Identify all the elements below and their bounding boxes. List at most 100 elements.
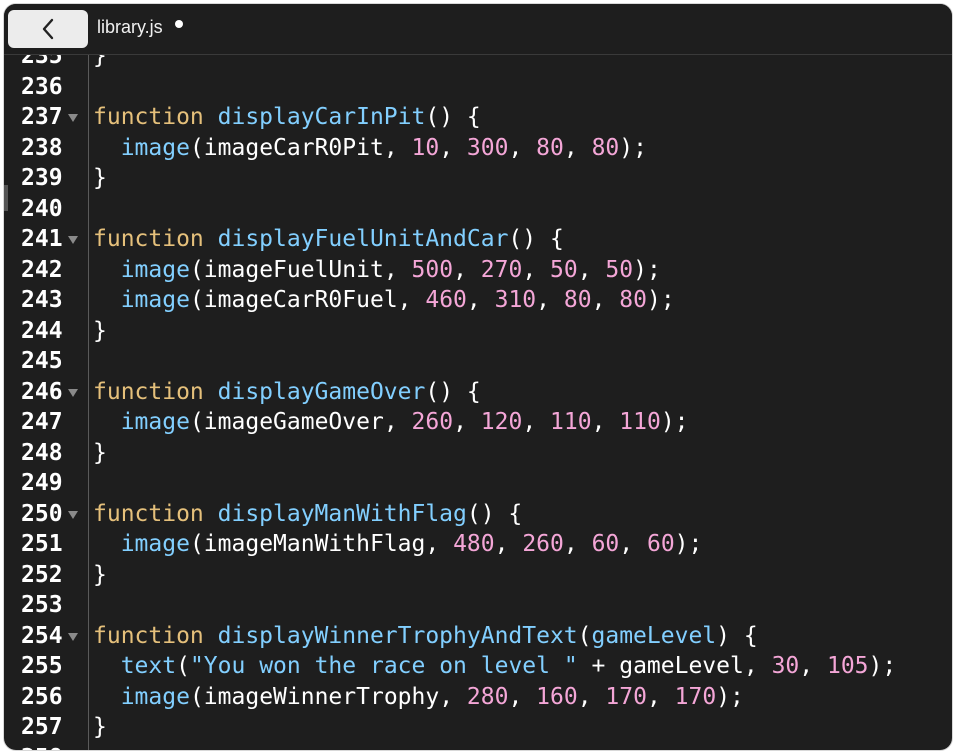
code-token: 170 xyxy=(605,683,647,710)
code-token: , xyxy=(508,134,537,161)
code-line[interactable]: 243 image(imageCarR0Fuel, 460, 310, 80, … xyxy=(4,285,952,316)
line-number: 243 xyxy=(21,287,63,313)
line-number: 250 xyxy=(21,500,63,527)
code-token: image xyxy=(120,531,190,557)
code-line[interactable]: 254 function displayWinnerTrophyAndText(g… xyxy=(4,621,952,652)
code-line[interactable]: 245 xyxy=(4,346,952,377)
gutter-divider xyxy=(88,55,89,750)
code-token: 170 xyxy=(674,683,717,710)
line-number: 238 xyxy=(21,134,63,161)
code-token: } xyxy=(93,317,107,344)
code-token: 80 xyxy=(591,134,620,161)
code-token xyxy=(93,257,121,283)
code-text: function displayFuelUnitAndCar() { xyxy=(93,224,564,255)
unsaved-indicator-icon xyxy=(175,20,183,28)
line-number: 245 xyxy=(21,348,63,374)
code-token: , xyxy=(563,531,592,557)
code-token: ); xyxy=(674,531,703,557)
line-number: 258 xyxy=(4,743,88,751)
code-token: 160 xyxy=(536,683,578,710)
code-token: displayManWithFlag xyxy=(217,500,467,527)
code-token: , xyxy=(536,287,564,313)
fold-toggle-icon[interactable] xyxy=(68,236,78,244)
code-line[interactable]: 247 image(imageGameOver, 260, 120, 110, … xyxy=(4,407,952,438)
code-line[interactable]: 240 xyxy=(4,194,952,225)
code-text: image(imageWinnerTrophy, 280, 160, 170, … xyxy=(93,682,744,713)
code-token: , xyxy=(619,531,647,557)
code-token: , xyxy=(591,287,620,313)
code-token: , xyxy=(453,409,481,435)
code-token: } xyxy=(93,55,107,69)
code-line[interactable]: 248} xyxy=(4,438,952,469)
code-line[interactable]: 236 xyxy=(4,72,952,103)
code-line[interactable]: 239} xyxy=(4,163,952,194)
code-token: () { xyxy=(425,378,481,405)
code-token: 80 xyxy=(619,287,647,313)
file-tab-title[interactable]: library.js xyxy=(97,17,163,37)
back-button[interactable] xyxy=(8,10,88,48)
code-text: function displayWinnerTrophyAndText(game… xyxy=(93,621,758,652)
code-token: 10 xyxy=(411,134,440,161)
code-line[interactable]: 244} xyxy=(4,316,952,347)
code-token: image xyxy=(120,134,190,161)
code-text: image(imageManWithFlag, 480, 260, 60, 60… xyxy=(93,529,703,560)
code-line[interactable]: 255 text("You won the race on level " + … xyxy=(4,651,952,682)
code-token: , xyxy=(591,409,620,435)
code-token: function xyxy=(93,104,218,130)
code-token: ); xyxy=(646,287,675,313)
code-text: } xyxy=(93,316,107,347)
code-token: () { xyxy=(508,226,564,252)
code-token: (imageWinnerTrophy, xyxy=(189,683,467,710)
code-line[interactable]: 235} xyxy=(4,55,952,72)
code-line[interactable]: 256 image(imageWinnerTrophy, 280, 160, 1… xyxy=(4,682,952,713)
fold-toggle-icon[interactable] xyxy=(68,510,78,519)
code-token: 110 xyxy=(550,409,592,435)
line-number: 235 xyxy=(21,55,63,69)
code-line[interactable]: 252} xyxy=(4,560,952,591)
code-token: 280 xyxy=(466,683,509,710)
code-token: text xyxy=(120,653,177,679)
code-line[interactable]: 238 image(imageCarR0Pit, 10, 300, 80, 80… xyxy=(4,133,952,164)
code-token: ); xyxy=(619,134,647,161)
code-line[interactable]: 257} xyxy=(4,712,952,743)
code-token: } xyxy=(93,165,107,191)
code-line[interactable]: 249 xyxy=(4,468,952,499)
code-text: function displayCarInPit() { xyxy=(93,102,481,133)
code-token: ); xyxy=(660,409,689,435)
code-token: () { xyxy=(425,104,481,130)
code-token: 120 xyxy=(480,409,523,435)
code-token: function xyxy=(93,378,218,405)
fold-toggle-icon[interactable] xyxy=(68,632,78,641)
code-token: image xyxy=(120,683,190,710)
code-line[interactable]: 242 image(imageFuelUnit, 500, 270, 50, 5… xyxy=(4,255,952,286)
code-token: , xyxy=(453,256,481,283)
code-token: (imageCarR0Pit, xyxy=(189,134,412,161)
code-token: 105 xyxy=(826,653,869,679)
code-token: 110 xyxy=(619,409,661,435)
line-number: 242 xyxy=(21,256,63,283)
code-token: 480 xyxy=(453,531,495,557)
code-line[interactable]: 253 xyxy=(4,590,952,621)
code-line[interactable]: 251 image(imageManWithFlag, 480, 260, 60… xyxy=(4,529,952,560)
scroll-position-marker xyxy=(4,185,8,211)
code-token xyxy=(93,135,121,161)
code-token: 80 xyxy=(563,287,592,313)
line-number: 255 xyxy=(21,653,63,679)
line-number: 247 xyxy=(21,409,63,435)
line-number: 254 xyxy=(21,622,63,649)
code-token: , xyxy=(563,134,592,161)
fold-toggle-icon[interactable] xyxy=(68,388,78,397)
line-number: 239 xyxy=(21,165,63,191)
code-token: displayFuelUnitAndCar xyxy=(217,226,509,252)
tab-bar: library.js xyxy=(4,4,952,55)
fold-toggle-icon[interactable] xyxy=(68,114,78,122)
code-token: } xyxy=(93,439,107,466)
code-text: image(imageGameOver, 260, 120, 110, 110)… xyxy=(93,407,689,438)
code-line[interactable]: 258 xyxy=(4,743,952,751)
